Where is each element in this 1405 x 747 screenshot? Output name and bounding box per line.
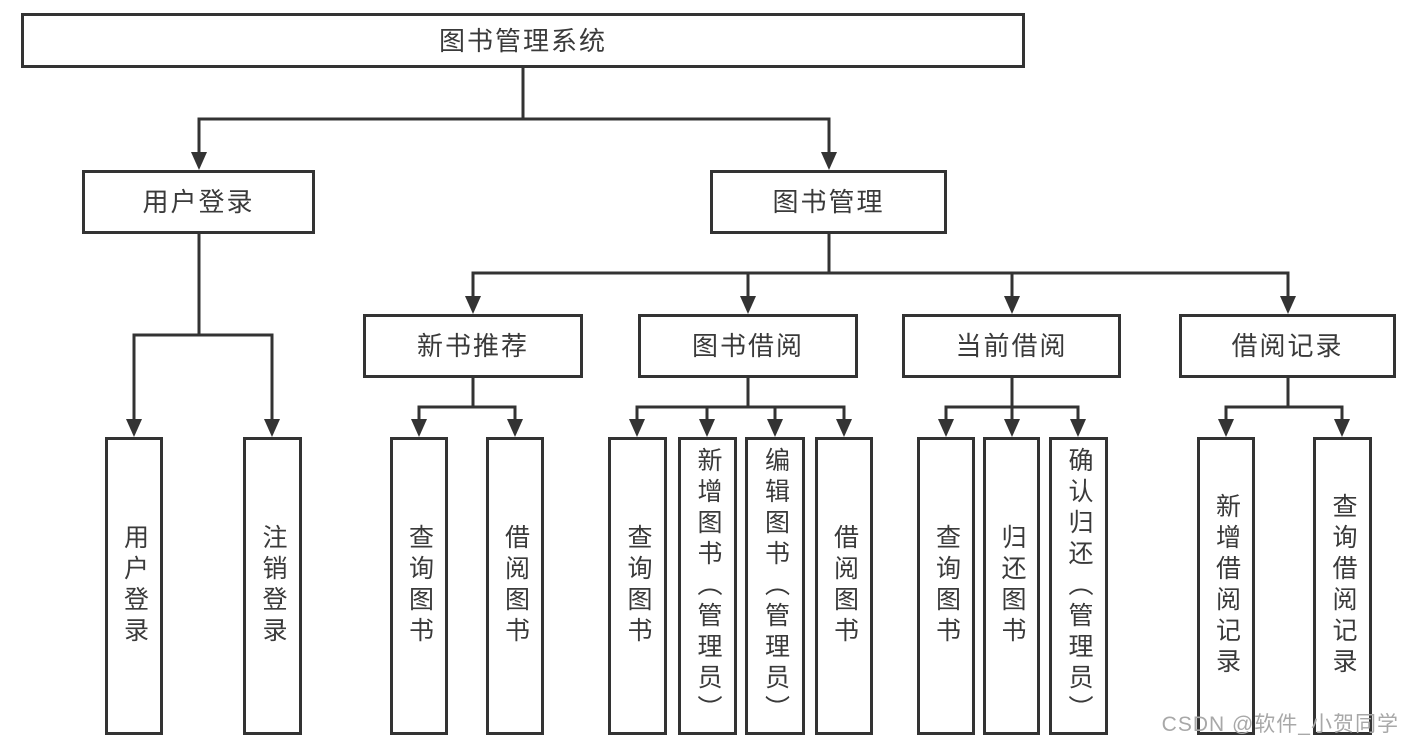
arrowhead-icon (1280, 296, 1296, 314)
arrowhead-icon (767, 419, 783, 437)
watermark: CSDN @软件_小贺同学 (1161, 713, 1399, 736)
arrowhead-icon (411, 419, 427, 437)
node-leaf-return-books: 归还图书 (983, 437, 1040, 735)
node-leaf-logout: 注销登录 (243, 437, 302, 735)
node-leaf-add-books-admin: 新增图书（管理员） (678, 437, 737, 735)
node-label-book-borrowing: 图书借阅 (691, 331, 804, 361)
arrowhead-icon (629, 419, 645, 437)
arrowhead-icon (264, 419, 280, 437)
node-label-leaf-confirm-return-admin: 确认归还（管理员） (1065, 446, 1093, 726)
node-label-current-borrowing: 当前借阅 (955, 331, 1068, 361)
node-label-leaf-edit-books-admin: 编辑图书（管理员） (761, 446, 790, 726)
node-label-book-management: 图书管理 (772, 187, 885, 217)
node-label-leaf-borrow-books-1: 借阅图书 (501, 524, 530, 648)
node-leaf-borrow-books-2: 借阅图书 (815, 437, 873, 735)
arrowhead-icon (821, 152, 837, 170)
node-leaf-query-books-3: 查询图书 (917, 437, 975, 735)
arrowhead-icon (465, 296, 481, 314)
arrowhead-icon (1004, 419, 1020, 437)
node-borrowing-records: 借阅记录 (1179, 314, 1396, 378)
node-leaf-add-borrow-record: 新增借阅记录 (1197, 437, 1255, 735)
node-leaf-query-borrow-record: 查询借阅记录 (1313, 437, 1372, 735)
node-label-leaf-query-borrow-record: 查询借阅记录 (1329, 493, 1357, 679)
arrowhead-icon (1334, 419, 1350, 437)
node-book-management: 图书管理 (710, 170, 947, 234)
arrowhead-icon (836, 419, 852, 437)
node-book-borrowing: 图书借阅 (638, 314, 858, 378)
node-new-book-recommend: 新书推荐 (363, 314, 583, 378)
arrowhead-icon (191, 152, 207, 170)
arrowhead-icon (938, 419, 954, 437)
node-label-leaf-return-books: 归还图书 (998, 524, 1026, 648)
node-label-leaf-user-login: 用户登录 (120, 524, 149, 648)
node-label-leaf-add-books-admin: 新增图书（管理员） (694, 446, 722, 726)
node-label-leaf-query-books-2: 查询图书 (624, 524, 652, 648)
arrowhead-icon (1218, 419, 1234, 437)
arrowhead-icon (126, 419, 142, 437)
arrowhead-icon (507, 419, 523, 437)
node-current-borrowing: 当前借阅 (902, 314, 1121, 378)
node-leaf-query-books-2: 查询图书 (608, 437, 667, 735)
node-leaf-user-login: 用户登录 (105, 437, 163, 735)
node-label-borrowing-records: 借阅记录 (1231, 331, 1344, 361)
node-label-root: 图书管理系统 (438, 25, 607, 56)
node-leaf-borrow-books-1: 借阅图书 (486, 437, 544, 735)
arrowhead-icon (1070, 419, 1086, 437)
node-label-new-book-recommend: 新书推荐 (416, 331, 529, 361)
node-label-user-login-branch: 用户登录 (142, 187, 255, 217)
node-leaf-query-books-1: 查询图书 (390, 437, 448, 735)
arrowhead-icon (740, 296, 756, 314)
arrowhead-icon (699, 419, 715, 437)
node-label-leaf-query-books-3: 查询图书 (932, 524, 961, 648)
node-label-leaf-query-books-1: 查询图书 (405, 524, 434, 648)
node-label-leaf-add-borrow-record: 新增借阅记录 (1212, 493, 1241, 679)
node-label-leaf-logout: 注销登录 (259, 524, 287, 648)
arrowhead-icon (1004, 296, 1020, 314)
node-label-leaf-borrow-books-2: 借阅图书 (830, 524, 859, 648)
node-leaf-edit-books-admin: 编辑图书（管理员） (745, 437, 805, 735)
node-leaf-confirm-return-admin: 确认归还（管理员） (1049, 437, 1108, 735)
node-user-login-branch: 用户登录 (82, 170, 315, 234)
node-root: 图书管理系统 (21, 13, 1025, 68)
